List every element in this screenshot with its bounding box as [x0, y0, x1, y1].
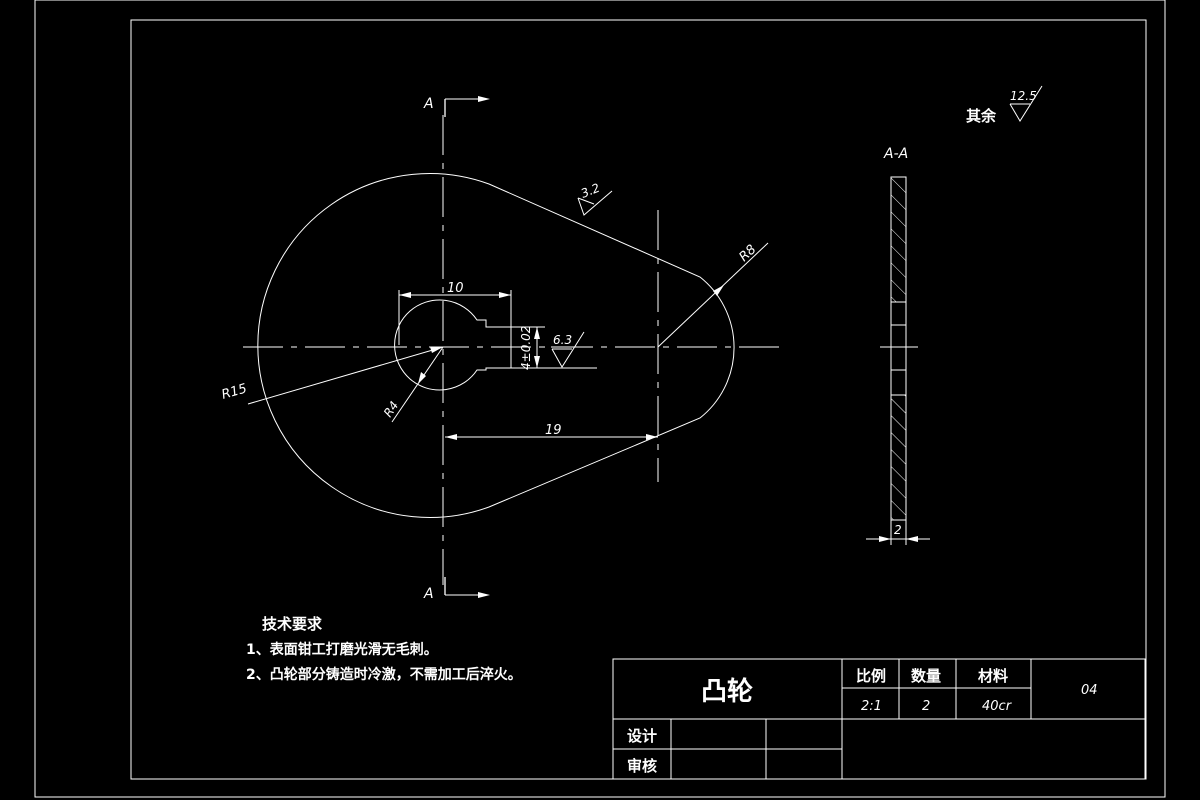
keyway-depth-text: 4±0.02	[519, 326, 533, 370]
roughness-other-label: 其余	[966, 107, 997, 125]
quantity-header: 数量	[911, 667, 941, 685]
r4-text: R4	[381, 399, 402, 420]
quantity-value: 2	[922, 699, 930, 714]
section-outline	[890, 176, 907, 521]
cam-front-view: A A 10 4±0.02	[220, 96, 780, 602]
dimension-bore-width: 10	[398, 281, 512, 345]
r8-text: R8	[736, 242, 759, 265]
material-header: 材料	[978, 667, 1008, 685]
technical-requirements: 技术要求 1、表面钳工打磨光滑无毛刺。 2、凸轮部分铸造时冷激，不需加工后淬火。	[246, 615, 522, 683]
bore-keyway-outline	[394, 299, 512, 391]
sheet-border-outer	[34, 0, 1166, 798]
section-mark-top-label: A	[423, 96, 434, 112]
thickness-text: 2	[894, 523, 902, 537]
review-label: 审核	[627, 757, 657, 775]
bore-width-text: 10	[447, 281, 464, 296]
drawing-number: 04	[1081, 683, 1098, 698]
tech-req-item: 2、凸轮部分铸造时冷激，不需加工后淬火。	[246, 666, 522, 683]
title-block: 凸轮 比例 数量 材料 2:1 2 40cr 04 设计 审核	[612, 658, 1146, 780]
cam-outline	[257, 173, 735, 518]
r15-text: R15	[220, 381, 249, 402]
roughness-other-value: 12.5	[1010, 89, 1037, 103]
dimension-center-distance: 19	[445, 423, 658, 440]
tech-req-title: 技术要求	[262, 615, 323, 633]
section-mark-bottom-label: A	[423, 586, 434, 602]
dimension-r15: R15	[220, 346, 444, 405]
roughness-keyway-value: 6.3	[553, 333, 572, 347]
dimension-r4: R4	[381, 346, 444, 423]
dimension-r8: R8	[657, 242, 769, 348]
scale-header: 比例	[856, 667, 886, 685]
design-label: 设计	[627, 727, 657, 745]
sheet-border-inner	[130, 19, 1147, 780]
section-mark-top: A	[423, 96, 490, 117]
scale-value: 2:1	[861, 699, 882, 714]
section-hatch-upper	[891, 177, 906, 302]
roughness-keyway: 6.3	[551, 331, 585, 368]
section-view-label: A-A	[883, 146, 908, 162]
roughness-other: 其余 12.5	[966, 85, 1043, 125]
part-name: 凸轮	[701, 677, 753, 707]
section-hatch-lower	[891, 395, 906, 520]
section-view: A-A 2	[866, 146, 930, 545]
section-mark-bottom: A	[423, 577, 490, 602]
tech-req-item: 1、表面钳工打磨光滑无毛刺。	[246, 641, 438, 658]
roughness-outer: 3.2	[577, 181, 613, 216]
roughness-outer-value: 3.2	[579, 181, 602, 201]
material-value: 40cr	[982, 699, 1013, 714]
dimension-keyway-depth: 4±0.02	[511, 326, 597, 370]
center-distance-text: 19	[545, 423, 562, 438]
